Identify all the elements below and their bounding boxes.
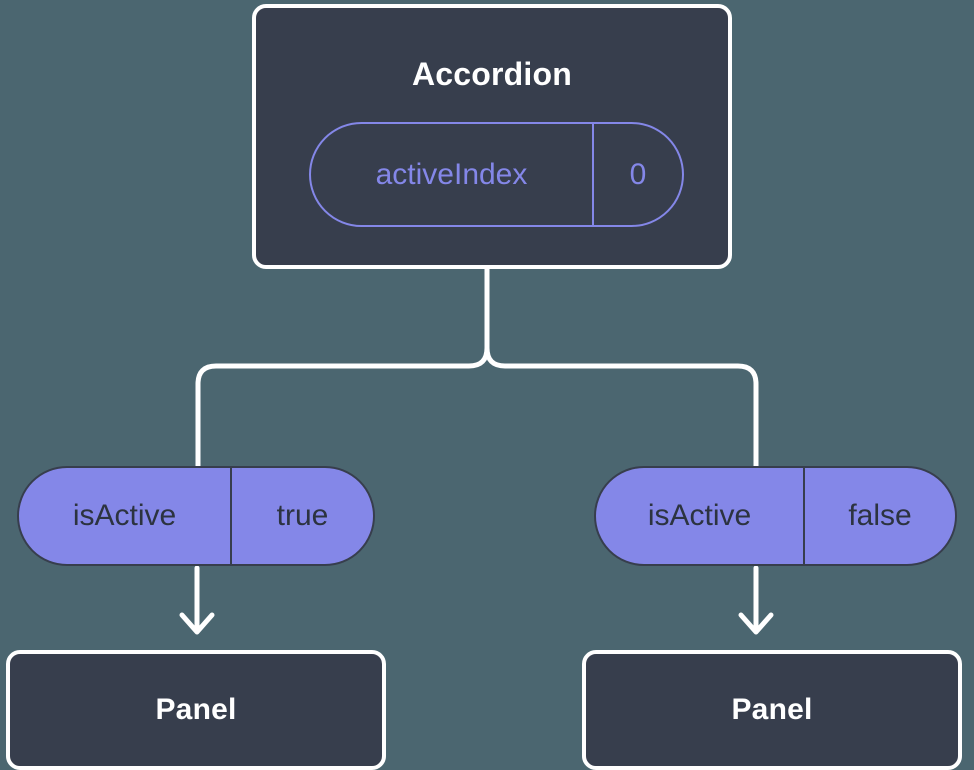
prop-badge-value: false — [848, 499, 912, 532]
component-node-accordion[interactable]: Accordion activeIndex 0 — [252, 4, 732, 269]
component-node-panel-left[interactable]: Panel — [6, 650, 386, 770]
prop-badge-is-active-false[interactable]: isActive false — [594, 466, 957, 566]
arrow-left-head — [179, 612, 215, 635]
prop-badge-key: isActive — [596, 468, 805, 564]
prop-badge-key: isActive — [19, 468, 232, 564]
connector-branch-left — [195, 345, 490, 469]
component-node-panel-right[interactable]: Panel — [582, 650, 962, 770]
state-badge-active-index[interactable]: activeIndex 0 — [309, 122, 684, 227]
prop-badge-value: true — [276, 499, 329, 532]
state-badge-value: 0 — [629, 157, 647, 191]
accordion-title: Accordion — [411, 56, 573, 92]
prop-badge-is-active-true[interactable]: isActive true — [17, 466, 375, 566]
state-badge-key: activeIndex — [311, 124, 594, 225]
arrow-right-head — [738, 612, 774, 635]
connector-branch-right — [484, 345, 759, 469]
panel-title: Panel — [155, 693, 237, 726]
panel-title: Panel — [731, 693, 813, 726]
